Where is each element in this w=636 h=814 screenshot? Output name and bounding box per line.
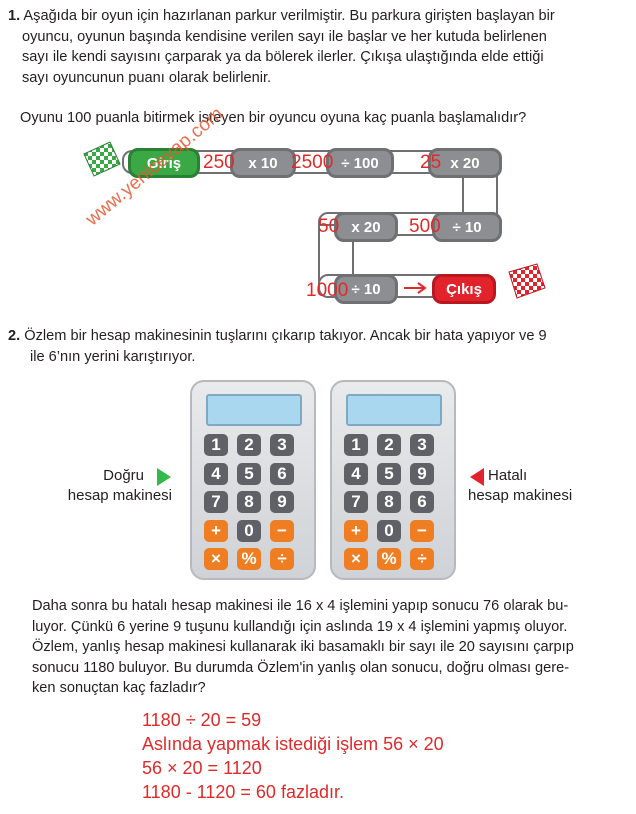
answer-line: 1180 ÷ 20 = 59	[142, 710, 262, 730]
calculator-key: ÷	[270, 548, 294, 570]
calculator-key: 8	[237, 491, 261, 513]
calculator-key: 1	[344, 434, 368, 456]
calculator-key: ÷	[410, 548, 434, 570]
calculator-key: 0	[377, 519, 401, 542]
handwritten-answer: 1180 ÷ 20 = 59 Aslında yapmak istediği i…	[142, 708, 444, 804]
answer-value: 25	[420, 152, 442, 173]
calculator-key: 8	[377, 491, 401, 513]
q1-line: oyuncu, oyunun başında kendisine verilen…	[22, 28, 547, 45]
calculator-key: 6	[270, 462, 294, 485]
arrow-right-icon	[404, 282, 427, 294]
calculator-key: 5	[377, 462, 401, 485]
calculator-key: 7	[344, 491, 368, 513]
q2-line: Özlem bir hesap makinesinin tuşlarını çı…	[24, 328, 547, 344]
arrow-right-green-icon	[157, 468, 171, 486]
calculator-key: %	[377, 548, 401, 570]
q2-body-line: ken sonuçtan kaç fazladır?	[32, 680, 206, 696]
q1-line: Aşağıda bir oyun için hazırlanan parkur …	[23, 8, 555, 24]
op-node: x 20	[428, 148, 502, 178]
op-node: ÷ 10	[432, 212, 502, 242]
question-number: 1.	[8, 8, 21, 24]
calculator-key: −	[410, 519, 434, 542]
q1-line: sayı ile kendi sayısını çarparak ya da b…	[22, 49, 544, 65]
arrow-left-red-icon	[470, 468, 484, 486]
answer-value: 50	[318, 216, 340, 237]
start-node: Giriş	[128, 148, 200, 178]
answer-value: 250	[203, 152, 235, 173]
wrong-calculator-label: Hatalı hesap makinesi	[468, 467, 573, 504]
op-node: ÷ 100	[326, 148, 394, 178]
q1-line: sayı oyuncunun puanı olarak belirlenir.	[22, 69, 272, 86]
calculator-key: +	[204, 519, 228, 542]
calculator-screen	[346, 394, 442, 426]
q2-body-line: Daha sonra bu hatalı hesap makinesi ile …	[32, 598, 569, 614]
parkur-diagram: Giriş x 10 ÷ 100 x 20 x 20 ÷ 10 ÷ 10 Çık…	[0, 103, 636, 310]
answer-value: 1000	[306, 280, 349, 301]
answer-value: 2500	[291, 152, 334, 173]
q2-line: ile 6’nın yerini karıştırıyor.	[30, 348, 196, 365]
calculator-key: 9	[270, 491, 294, 513]
calculator-key: 4	[204, 462, 228, 485]
calculator-key: −	[270, 519, 294, 542]
calculator-key: 2	[237, 434, 261, 456]
calculator-key: 6	[410, 491, 434, 513]
question-1: 1. Aşağıda bir oyun için hazırlanan park…	[8, 6, 628, 88]
answer-line: 56 × 20 = 1120	[142, 758, 262, 778]
calculator-key: 9	[410, 462, 434, 485]
calculator-key: +	[344, 519, 368, 542]
correct-calculator-label: Doğru hesap makinesi	[67, 467, 172, 504]
end-node: Çıkış	[432, 274, 496, 304]
q2-body-line: luyor. Çünkü 6 yerine 9 tuşunu kullandığ…	[32, 618, 568, 635]
finish-flag-icon	[508, 263, 546, 299]
calculator-key: %	[237, 548, 261, 570]
calculator-screen	[206, 394, 302, 426]
q1-question: Oyunu 100 puanla bitirmek isteyen bir oy…	[20, 110, 527, 126]
answer-value: 500	[409, 216, 441, 237]
calculator-key: 0	[237, 519, 261, 542]
op-node: x 10	[230, 148, 296, 178]
calculator-key: 1	[204, 434, 228, 456]
question-number: 2.	[8, 328, 21, 344]
calculator-key: 5	[237, 462, 261, 485]
calculator-key: 3	[410, 434, 434, 456]
calculator-key: 7	[204, 491, 228, 513]
q2-body-line: Özlem, yanlış hesap makinesi kullanarak …	[32, 639, 574, 655]
start-flag-icon	[83, 141, 121, 177]
answer-line: 1180 - 1120 = 60 fazladır.	[142, 782, 344, 802]
calculator-key: ×	[204, 548, 228, 570]
calculator-key: 2	[377, 434, 401, 456]
calculator-key: 3	[270, 434, 294, 456]
op-node: ÷ 10	[334, 274, 398, 304]
q2-body-line: sonucu 1180 buluyor. Bu durumda Özlem'in…	[32, 659, 570, 676]
q2-body: Daha sonra bu hatalı hesap makinesi ile …	[32, 596, 632, 699]
op-node: x 20	[334, 212, 398, 242]
question-2: 2. Özlem bir hesap makinesinin tuşlarını…	[8, 326, 632, 367]
answer-line: Aslında yapmak istediği işlem 56 × 20	[142, 734, 444, 754]
calculator-key: 4	[344, 462, 368, 485]
calculator-key: ×	[344, 548, 368, 570]
